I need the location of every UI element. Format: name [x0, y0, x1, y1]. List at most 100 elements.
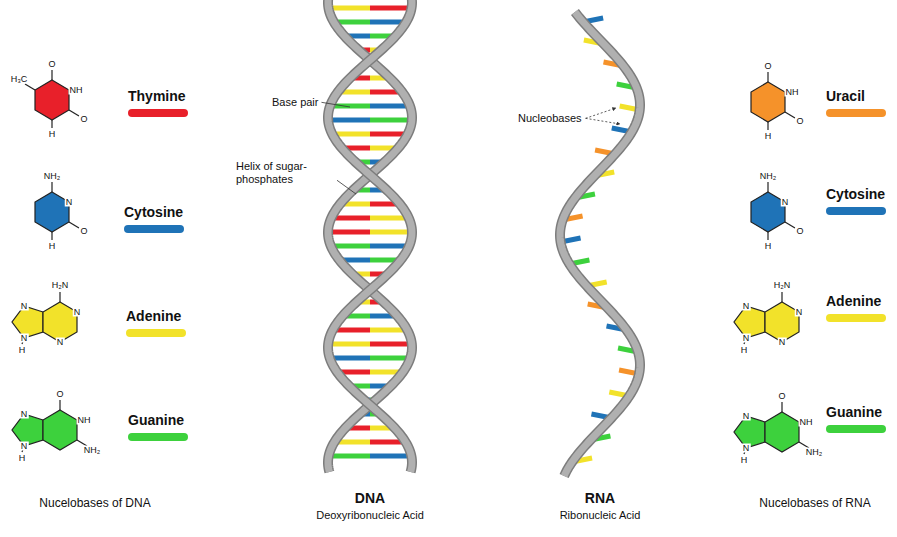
atom-label: N: [73, 308, 82, 317]
molecule-structure: [35, 182, 79, 240]
atom-label: NH: [77, 416, 92, 425]
color-bar: [128, 433, 188, 441]
atom-label: H: [740, 346, 749, 355]
base-name: Adenine: [826, 293, 881, 309]
atom-label: O: [795, 117, 804, 126]
bond: [59, 400, 60, 410]
bond: [59, 292, 60, 302]
molecule-structure: [734, 292, 799, 344]
atom-label: N: [781, 198, 790, 207]
base-half: [370, 454, 411, 459]
atom-label: O: [777, 392, 786, 401]
atom-label: O: [79, 115, 88, 124]
text-label: Helix of sugar-phosphates: [236, 160, 334, 185]
bond: [51, 182, 52, 192]
base-name: Cytosine: [826, 186, 885, 202]
base-name: Cytosine: [124, 204, 183, 220]
base-name: Guanine: [128, 412, 184, 428]
atom-label: N: [742, 334, 751, 343]
atom-label: N: [742, 412, 751, 421]
text-label: Deoxyribonucleic Acid: [316, 509, 424, 522]
atom-label: NH₂: [83, 446, 102, 455]
sugar-phosphate-strand: [328, 0, 412, 472]
atom-label: H: [48, 130, 57, 139]
color-bar: [826, 425, 886, 433]
atom-label: NH: [799, 418, 814, 427]
text-label: Ribonucleic Acid: [560, 509, 641, 522]
bond: [781, 402, 782, 412]
color-bar: [128, 109, 188, 117]
atom-label: N: [742, 444, 751, 453]
text-label: Nucelobases of RNA: [759, 497, 871, 511]
bond: [25, 84, 35, 90]
bond: [785, 222, 795, 228]
base-pairs: [328, 8, 412, 456]
text-label: Nucelobases of DNA: [39, 497, 151, 511]
rna-strand: [560, 12, 640, 476]
leader-arrow: [586, 108, 616, 118]
base-half: [370, 118, 412, 123]
bond: [785, 112, 795, 118]
atom-label: N: [20, 410, 29, 419]
ring: [43, 410, 77, 450]
color-bar: [826, 207, 886, 215]
leader-line: [321, 102, 350, 107]
text-label: Base pair: [272, 96, 318, 109]
atom-label: N: [742, 302, 751, 311]
base-half: [370, 356, 410, 361]
bond: [767, 72, 768, 82]
bond: [51, 232, 52, 240]
atom-label: H: [764, 242, 773, 251]
atom-label: NH₂: [805, 448, 824, 457]
base-half: [370, 6, 412, 11]
atom-label: O: [55, 390, 64, 399]
ring: [751, 82, 785, 122]
molecule-structure: [25, 70, 79, 128]
base-name: Uracil: [826, 88, 865, 104]
atom-label: O: [795, 227, 804, 236]
leader-arrow: [586, 118, 620, 124]
atom-label: N: [65, 198, 74, 207]
bond: [767, 232, 768, 240]
base-half: [330, 356, 370, 361]
bond: [69, 222, 79, 228]
atom-label: NH₂: [43, 172, 62, 181]
atom-label: O: [47, 60, 56, 69]
atom-label: H: [48, 242, 57, 251]
base-name: Guanine: [826, 404, 882, 420]
atom-label: H: [18, 454, 27, 463]
atom-label: H₂N: [51, 281, 70, 290]
base-name: Thymine: [128, 88, 186, 104]
color-bar: [124, 225, 184, 233]
atom-label: H: [18, 346, 27, 355]
atom-label: H₂N: [773, 281, 792, 290]
base-half: [370, 342, 412, 347]
ring: [765, 412, 799, 452]
text-label: RNA: [585, 490, 615, 506]
base-half: [328, 118, 370, 123]
base-half: [328, 230, 370, 235]
color-bar: [826, 109, 886, 117]
base-name: Adenine: [126, 308, 181, 324]
sugar-phosphate-strand: [328, 0, 412, 472]
atom-label: H: [764, 132, 773, 141]
molecule-structure: [751, 182, 795, 240]
sugar-phosphate-strand: [328, 0, 412, 472]
molecule-structure: [12, 400, 87, 452]
base-half: [370, 230, 412, 235]
base-half: [328, 342, 370, 347]
bond: [767, 122, 768, 130]
atom-label: N: [778, 338, 787, 347]
text-label: Nucleobases: [518, 112, 582, 125]
bond: [69, 110, 79, 116]
base-half: [329, 454, 370, 459]
base-half: [328, 6, 370, 11]
leader-line: [337, 180, 356, 194]
atom-label: O: [79, 227, 88, 236]
atom-label: H₃C: [10, 75, 29, 84]
atom-label: N: [20, 302, 29, 311]
molecule-structure: [734, 402, 809, 454]
atom-label: O: [763, 62, 772, 71]
atom-label: NH₂: [759, 172, 778, 181]
